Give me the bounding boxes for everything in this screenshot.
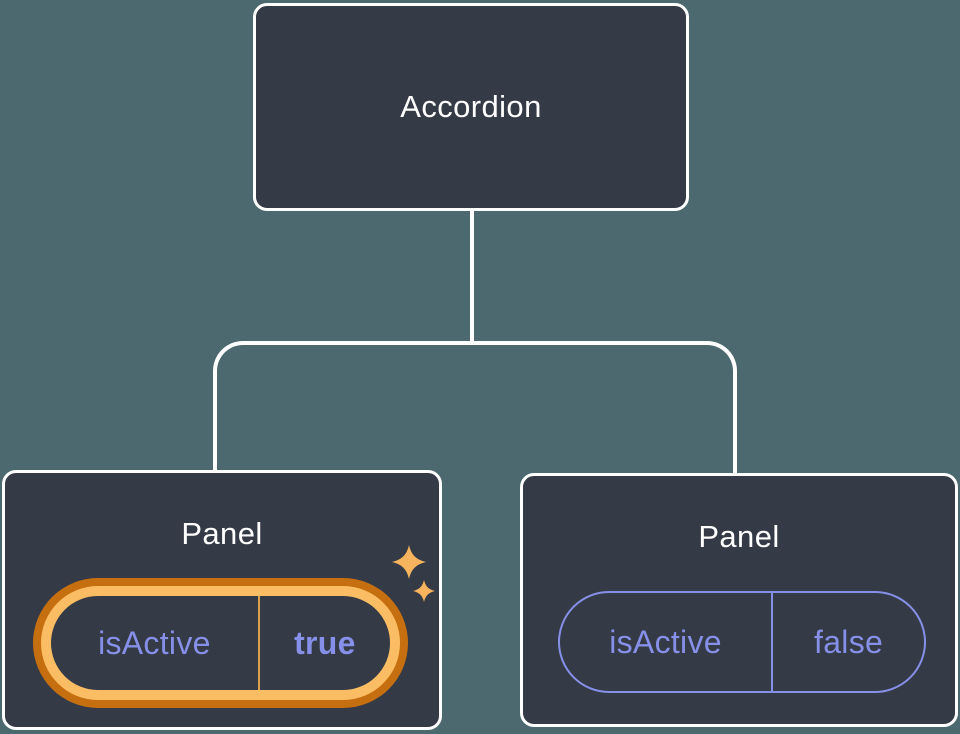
panel-inactive-label: Panel [698, 519, 780, 554]
state-value-label: true [294, 624, 356, 661]
state-value-label: false [814, 623, 884, 660]
connector-branch [213, 341, 737, 473]
state-pill-active-highlight: isActive true [33, 578, 408, 708]
component-box-accordion: Accordion [253, 3, 689, 211]
state-pill-active: isActive true [51, 596, 390, 690]
state-key-label: isActive [609, 623, 722, 660]
state-pill-divider [257, 596, 260, 690]
sparkle-icon-large [392, 545, 426, 579]
state-pill-active-inner-ring: isActive true [41, 586, 400, 700]
panel-active-label: Panel [181, 516, 263, 551]
state-key-label: isActive [98, 624, 211, 661]
component-box-panel-inactive: Panel isActive false [520, 473, 958, 727]
sparkle-icon-small [413, 580, 435, 602]
state-pill-inactive: isActive false [558, 591, 926, 693]
component-box-panel-active: Panel isActive true [2, 470, 442, 730]
accordion-label: Accordion [400, 89, 542, 124]
state-pill-divider [771, 593, 774, 691]
connector-stem [470, 209, 474, 345]
